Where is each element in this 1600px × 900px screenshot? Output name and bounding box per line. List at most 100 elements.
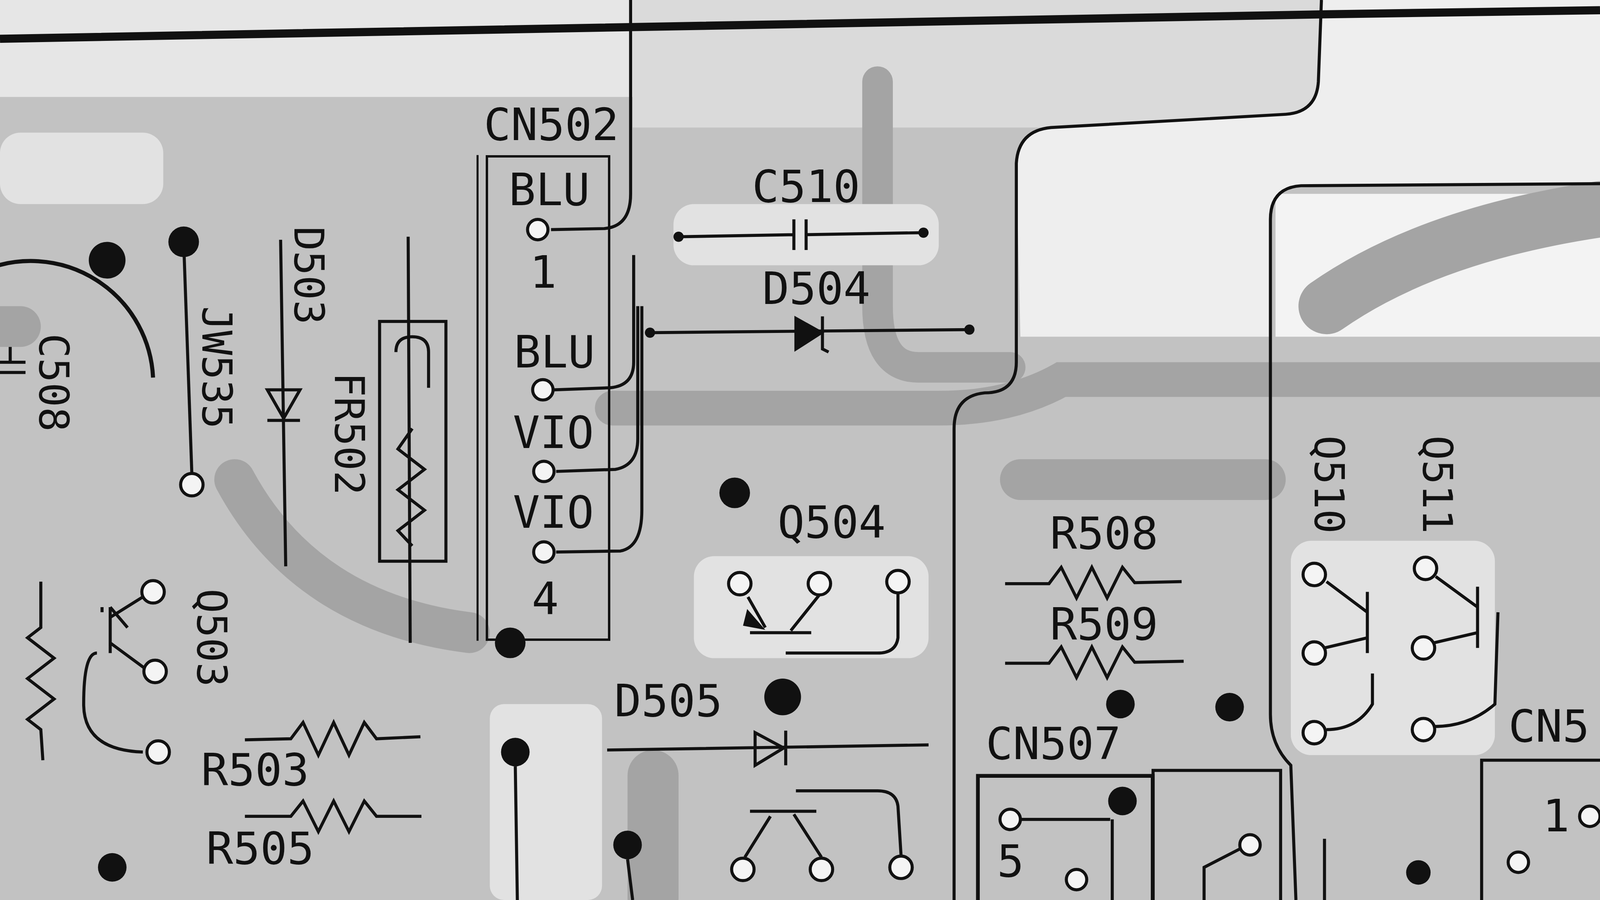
pin-hole: [1303, 563, 1326, 586]
part-label: FR502: [328, 372, 370, 496]
pin-hole: [886, 570, 910, 593]
pin-label: BLU: [508, 167, 590, 213]
part-label: Q511: [1416, 435, 1458, 535]
board-outline: [953, 0, 1322, 900]
part-label: CN5: [1508, 703, 1590, 749]
component-symbol: [1481, 760, 1600, 900]
component-symbol: [0, 346, 26, 373]
board-outline: [0, 10, 1600, 39]
component-symbol: [1005, 567, 1182, 599]
component-symbol: [1153, 770, 1281, 900]
solder-pad: [494, 627, 526, 658]
component-symbol: [744, 612, 762, 628]
component-symbol: [83, 653, 143, 752]
component-symbol: [748, 594, 899, 654]
pin-hole: [533, 461, 554, 482]
copper-trace: [1020, 459, 1266, 500]
light-pad-area: [694, 555, 929, 658]
copper-trace: [0, 305, 21, 347]
pin-hole: [731, 858, 755, 881]
part-label: Q510: [1308, 435, 1350, 535]
pin-hole: [889, 855, 913, 879]
solder-pad: [88, 226, 1431, 885]
part-label: Q504: [777, 500, 886, 545]
solder-pad: [613, 830, 642, 860]
component-symbol: [27, 581, 54, 761]
part-label: R509: [1050, 601, 1158, 647]
copper-trace: [0, 81, 1600, 899]
pin-hole: [532, 379, 553, 400]
component-symbol: [1005, 646, 1184, 678]
solder-pad: [1108, 786, 1137, 816]
component-symbol: [1433, 576, 1499, 727]
solder-pad: [1215, 692, 1245, 722]
component-symbol: [396, 236, 429, 643]
part-label: R508: [1050, 511, 1158, 556]
part-label: C510: [751, 164, 860, 210]
pin-hole: [141, 219, 1600, 890]
light-pad-area: [0, 132, 164, 204]
pin-label: 4: [531, 576, 559, 622]
pin-hole: [146, 740, 170, 764]
pin-hole: [810, 858, 833, 881]
pin-hole: [1303, 641, 1326, 665]
pin-hole: [1066, 869, 1087, 890]
pin-label: 5: [997, 839, 1025, 885]
component-symbol: [822, 316, 829, 352]
solder-pad: [501, 737, 530, 767]
part-label: R503: [201, 748, 310, 793]
board-ground: [1016, 0, 1600, 337]
board-outline: [1270, 183, 1600, 900]
component-symbol: [0, 261, 154, 465]
pin-hole: [180, 473, 204, 497]
part-label: D505: [614, 678, 723, 724]
pin-label: VIO: [512, 410, 594, 456]
light-pad-area: [673, 203, 939, 266]
pin-hole: [1412, 718, 1435, 741]
part-label: 1: [1542, 794, 1570, 839]
component-symbol: [1020, 819, 1240, 900]
pin-hole: [1579, 805, 1600, 827]
pin-hole: [808, 572, 831, 596]
copper-trace: [234, 479, 470, 633]
connector-block: CN5075: [977, 775, 1153, 900]
part-label: C508: [32, 333, 74, 432]
connector-block: CN502BLU1BLUVIOVIO4: [485, 155, 611, 641]
board-outline: [476, 155, 479, 641]
component-symbol: [977, 775, 1153, 900]
part-label: D503: [287, 226, 329, 325]
component-symbol: [1324, 581, 1373, 730]
pin-hole: [533, 541, 554, 562]
connector-name: CN502: [483, 102, 620, 148]
component-symbol: [607, 730, 929, 766]
pin-label: 1: [529, 250, 557, 296]
component-symbol: [101, 596, 145, 669]
pin-hole: [527, 219, 548, 240]
part-label: Q503: [190, 588, 232, 687]
solder-pad: [719, 477, 750, 508]
copper-trace: [612, 379, 1600, 409]
solder-pad: [1105, 689, 1135, 719]
pin-hole: [1303, 721, 1326, 745]
pin-hole: [1412, 636, 1435, 660]
light-pad-area: [489, 703, 602, 900]
pin-hole: [144, 660, 167, 683]
pin-hole: [728, 572, 752, 596]
component-symbol: [678, 219, 924, 250]
copper-trace: [1326, 209, 1600, 306]
part-label: JW535: [196, 305, 237, 429]
pin-hole: [1239, 834, 1260, 855]
component-symbol: [796, 318, 822, 349]
connector-name: CN507: [985, 721, 1122, 767]
component-symbol: [0, 219, 1600, 900]
pin-hole: [141, 580, 165, 604]
part-label: R505: [205, 826, 314, 872]
solder-pad: [88, 241, 126, 279]
pin-label: BLU: [513, 329, 595, 375]
component-symbol: [379, 321, 447, 562]
solder-pad: [1405, 860, 1431, 885]
solder-pad: [98, 853, 127, 882]
